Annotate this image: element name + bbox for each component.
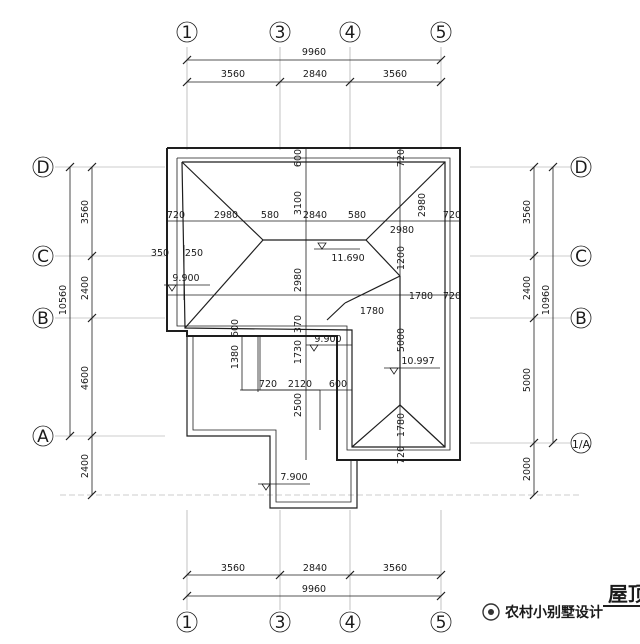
dim-text: 720 bbox=[396, 149, 407, 167]
axis-label: 1 bbox=[182, 23, 193, 43]
axis-label: B bbox=[575, 309, 587, 329]
axis-bubbles-right: D C B 1/A bbox=[570, 156, 592, 454]
dim-text: 720 bbox=[396, 446, 407, 464]
dimension-part: 3560 bbox=[221, 69, 245, 80]
elevation-mark: 7.900 bbox=[258, 472, 310, 491]
elevation-mark: 9.900 bbox=[306, 334, 352, 352]
roof-ridges bbox=[181, 161, 446, 448]
right-dimension-chain: 3560 2400 5000 2000 10960 bbox=[522, 162, 558, 500]
dim-text: 580 bbox=[261, 210, 279, 221]
dim-text: 600 bbox=[293, 149, 304, 167]
dim-text: 2980 bbox=[214, 210, 238, 221]
axis-label: 5 bbox=[436, 613, 447, 633]
axis-label: C bbox=[575, 247, 587, 267]
dimension-part: 2840 bbox=[303, 563, 327, 574]
dim-text: 2840 bbox=[303, 210, 327, 221]
watermark-text: 农村小别墅设计 bbox=[504, 604, 603, 621]
dim-text: 600 bbox=[230, 319, 241, 337]
dim-text: 1780 bbox=[396, 413, 407, 437]
axis-label: D bbox=[36, 158, 49, 178]
svg-text:10.997: 10.997 bbox=[401, 356, 434, 367]
dim-text: 370 bbox=[293, 315, 304, 333]
dimension-part: 2000 bbox=[522, 457, 533, 481]
page-title: 屋顶 bbox=[608, 582, 640, 606]
dim-text: 2980 bbox=[293, 268, 304, 292]
left-dimension-chain: 10560 3560 2400 4600 2400 bbox=[58, 162, 97, 500]
dimension-part: 5000 bbox=[522, 368, 533, 392]
axis-label: 5 bbox=[436, 23, 447, 43]
dimension-part: 2400 bbox=[80, 276, 91, 300]
dim-text: 2980 bbox=[417, 193, 428, 217]
svg-text:11.690: 11.690 bbox=[331, 253, 364, 264]
svg-text:7.900: 7.900 bbox=[280, 472, 307, 483]
dimension-part: 2840 bbox=[303, 69, 327, 80]
dim-text: 720 bbox=[259, 379, 277, 390]
axis-label: 1/A bbox=[572, 438, 591, 451]
axis-label: C bbox=[37, 247, 49, 267]
elevation-mark: 9.900 bbox=[164, 273, 210, 292]
top-dimension-chain: 9960 3560 2840 3560 bbox=[182, 47, 446, 87]
dim-text: 350 bbox=[151, 248, 169, 259]
dim-text: 600 bbox=[329, 379, 347, 390]
axis-label: B bbox=[37, 309, 49, 329]
axis-bubbles-left: D C B A bbox=[32, 156, 54, 447]
svg-text:9.900: 9.900 bbox=[172, 273, 199, 284]
inner-dimension-lines bbox=[167, 148, 460, 460]
dim-text: 2980 bbox=[390, 225, 414, 236]
watermark: 农村小别墅设计 bbox=[482, 603, 603, 621]
dimension-total: 9960 bbox=[302, 47, 326, 58]
dimension-total: 9960 bbox=[302, 584, 326, 595]
dim-text: 1780 bbox=[409, 291, 433, 302]
axis-label: A bbox=[37, 427, 49, 447]
dimension-total: 10560 bbox=[58, 285, 69, 315]
axis-label: 4 bbox=[345, 613, 356, 633]
axis-grid-vertical bbox=[186, 47, 442, 610]
dimension-part: 3560 bbox=[522, 200, 533, 224]
dim-text: 1200 bbox=[396, 246, 407, 270]
axis-label: 1 bbox=[182, 613, 193, 633]
axis-label: 4 bbox=[345, 23, 356, 43]
svg-text:9.900: 9.900 bbox=[314, 334, 341, 345]
dimension-part: 4600 bbox=[80, 366, 91, 390]
axis-bubbles-top: 1 3 4 5 bbox=[176, 21, 452, 43]
elevation-mark: 11.690 bbox=[314, 242, 365, 264]
dim-text: 250 bbox=[185, 248, 203, 259]
dim-text: 580 bbox=[348, 210, 366, 221]
dimension-part: 3560 bbox=[221, 563, 245, 574]
axis-label: 3 bbox=[275, 23, 286, 43]
dim-text: 2120 bbox=[288, 379, 312, 390]
lower-terrace-outline bbox=[186, 336, 358, 509]
dimension-part: 2400 bbox=[80, 454, 91, 478]
dimension-part: 2400 bbox=[522, 276, 533, 300]
dimension-part: 3560 bbox=[80, 200, 91, 224]
inner-dimension-labels: 720 2980 580 2840 580 2980 720 600 3100 … bbox=[151, 149, 461, 464]
dim-text: 2500 bbox=[293, 393, 304, 417]
bottom-dimension-chain: 3560 2840 3560 9960 bbox=[182, 563, 446, 601]
dim-text: 5000 bbox=[396, 328, 407, 352]
axis-bubbles-bottom: 1 3 4 5 bbox=[176, 611, 452, 633]
dim-text: 3100 bbox=[293, 191, 304, 215]
dimension-part: 3560 bbox=[383, 69, 407, 80]
dim-text: 720 bbox=[443, 210, 461, 221]
axis-label: 3 bbox=[275, 613, 286, 633]
dim-text: 1780 bbox=[360, 306, 384, 317]
elevation-markers: 9.900 11.690 9.900 10.997 7.900 bbox=[164, 242, 440, 491]
dim-text: 720 bbox=[167, 210, 185, 221]
dimension-part: 3560 bbox=[383, 563, 407, 574]
elevation-mark: 10.997 bbox=[384, 356, 440, 375]
dimension-total: 10960 bbox=[541, 285, 552, 315]
axis-label: D bbox=[574, 158, 587, 178]
dim-text: 720 bbox=[443, 291, 461, 302]
dim-text: 1380 bbox=[230, 345, 241, 369]
dim-text: 1730 bbox=[293, 340, 304, 364]
